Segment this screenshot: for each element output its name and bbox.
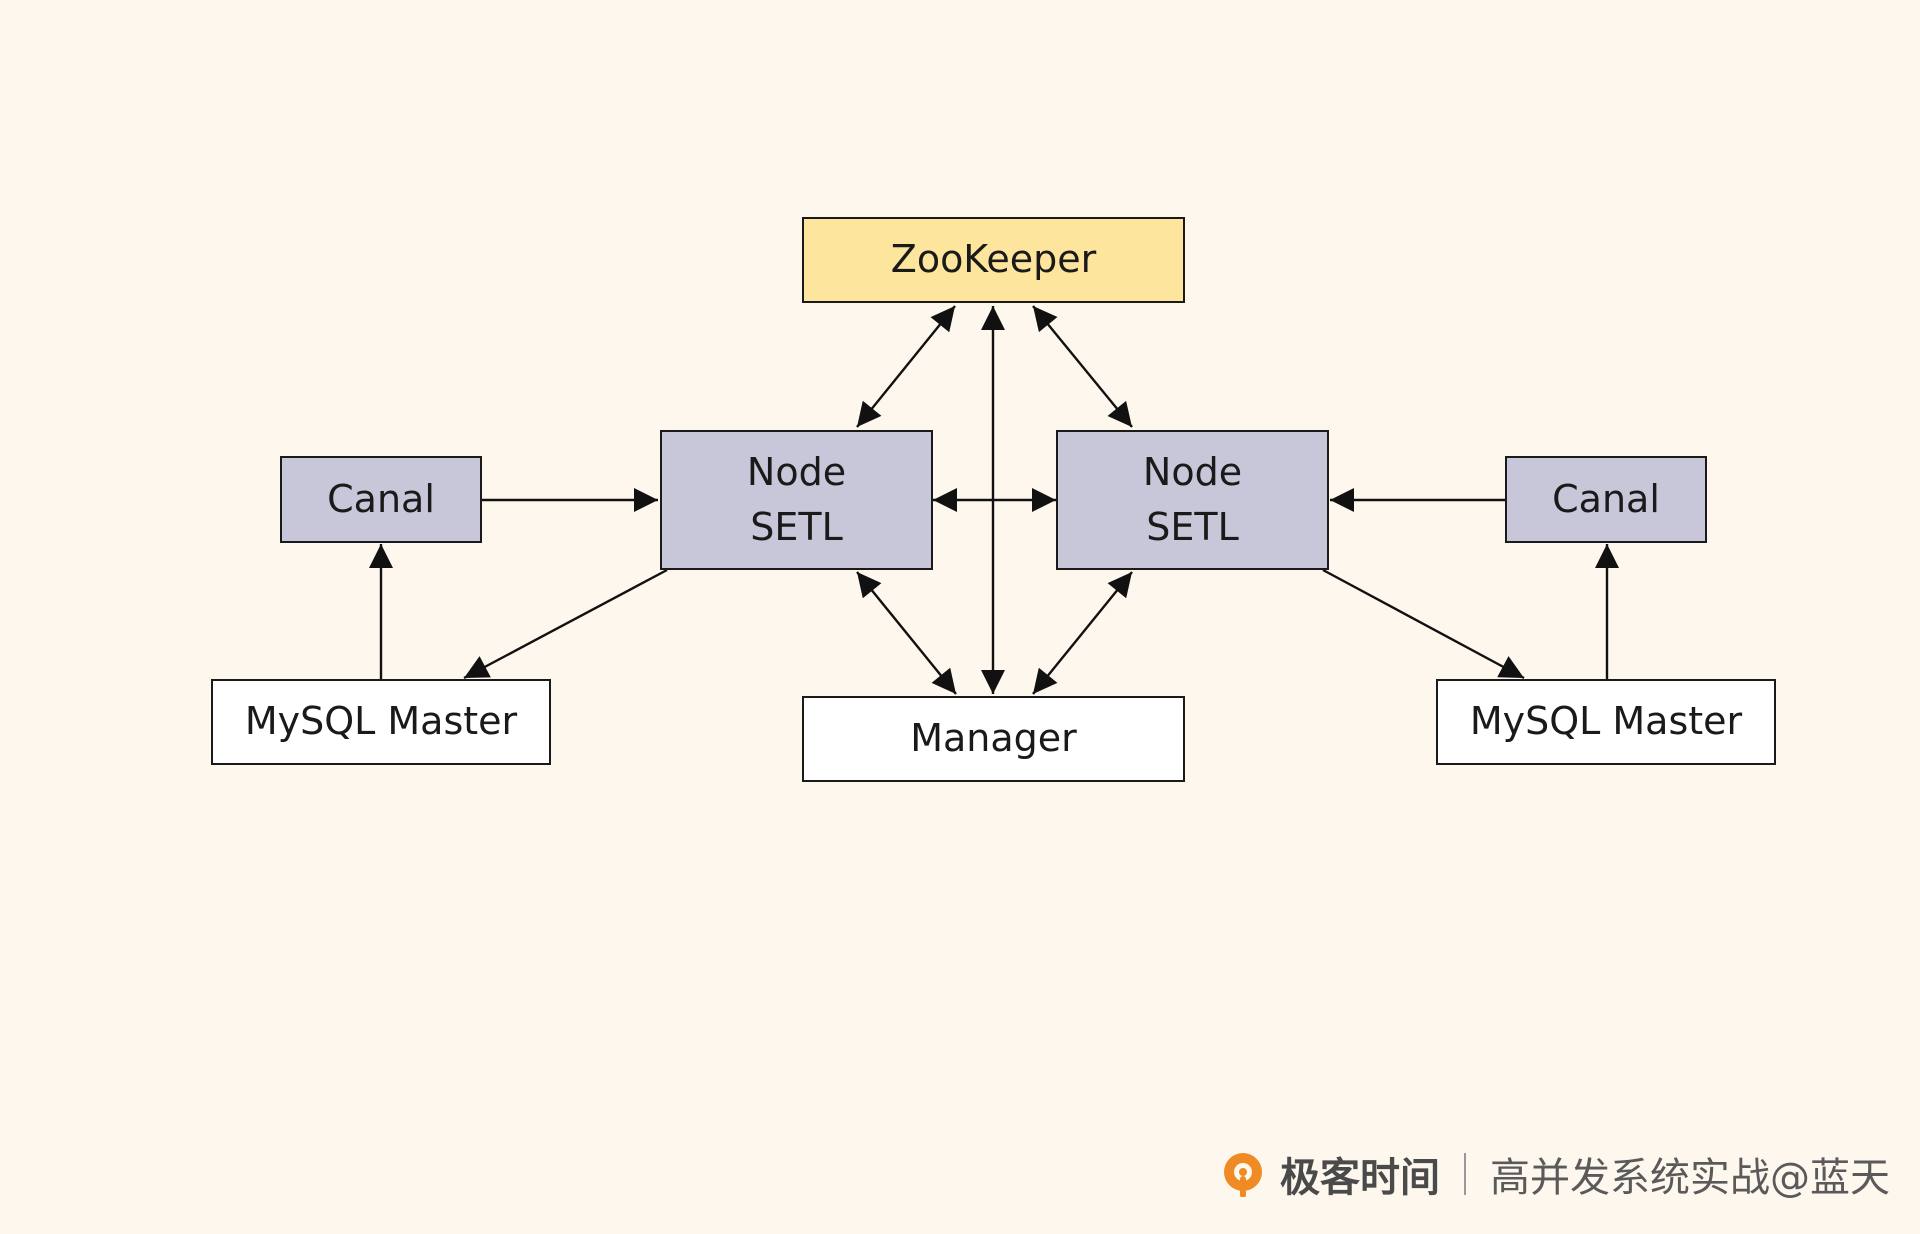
arrow-setl-left-mysql — [463, 568, 668, 680]
manager-box: Manager — [802, 696, 1185, 782]
watermark-footer: 极客时间 高并发系统实战@蓝天 — [1220, 1144, 1890, 1204]
geektime-logo-icon — [1224, 1153, 1262, 1197]
footer-course: 高并发系统实战@蓝天 — [1490, 1155, 1890, 1201]
arrow-setl-right-manager — [1032, 571, 1133, 695]
footer-brand: 极客时间 — [1280, 1155, 1440, 1201]
mysql-master-left-box: MySQL Master — [211, 679, 551, 765]
zookeeper-box: ZooKeeper — [802, 217, 1185, 303]
canal-right-box: Canal — [1505, 456, 1707, 543]
canal-left-label: Canal — [327, 476, 435, 521]
footer-separator — [1464, 1153, 1466, 1195]
mysql-master-right-box: MySQL Master — [1436, 679, 1776, 765]
mysql-master-right-label: MySQL Master — [1469, 699, 1743, 744]
zookeeper-label: ZooKeeper — [890, 237, 1097, 282]
node-setl-left-box: Node SETL — [660, 430, 933, 570]
manager-label: Manager — [910, 716, 1077, 761]
arrow-zookeeper-setl-left — [856, 305, 956, 428]
canal-left-box: Canal — [280, 456, 482, 543]
node-setl-left-line2: SETL — [750, 505, 843, 549]
arrow-setl-left-manager — [856, 571, 957, 695]
node-setl-right-line2: SETL — [1146, 505, 1239, 549]
node-setl-right-line1: Node — [1142, 449, 1243, 494]
node-setl-right-box: Node SETL — [1056, 430, 1329, 570]
node-setl-left-line1: Node — [746, 449, 847, 494]
mysql-master-left-label: MySQL Master — [244, 699, 518, 744]
canal-right-label: Canal — [1552, 476, 1660, 521]
arrow-zookeeper-setl-right — [1032, 305, 1133, 428]
arrow-setl-right-mysql — [1322, 568, 1525, 680]
